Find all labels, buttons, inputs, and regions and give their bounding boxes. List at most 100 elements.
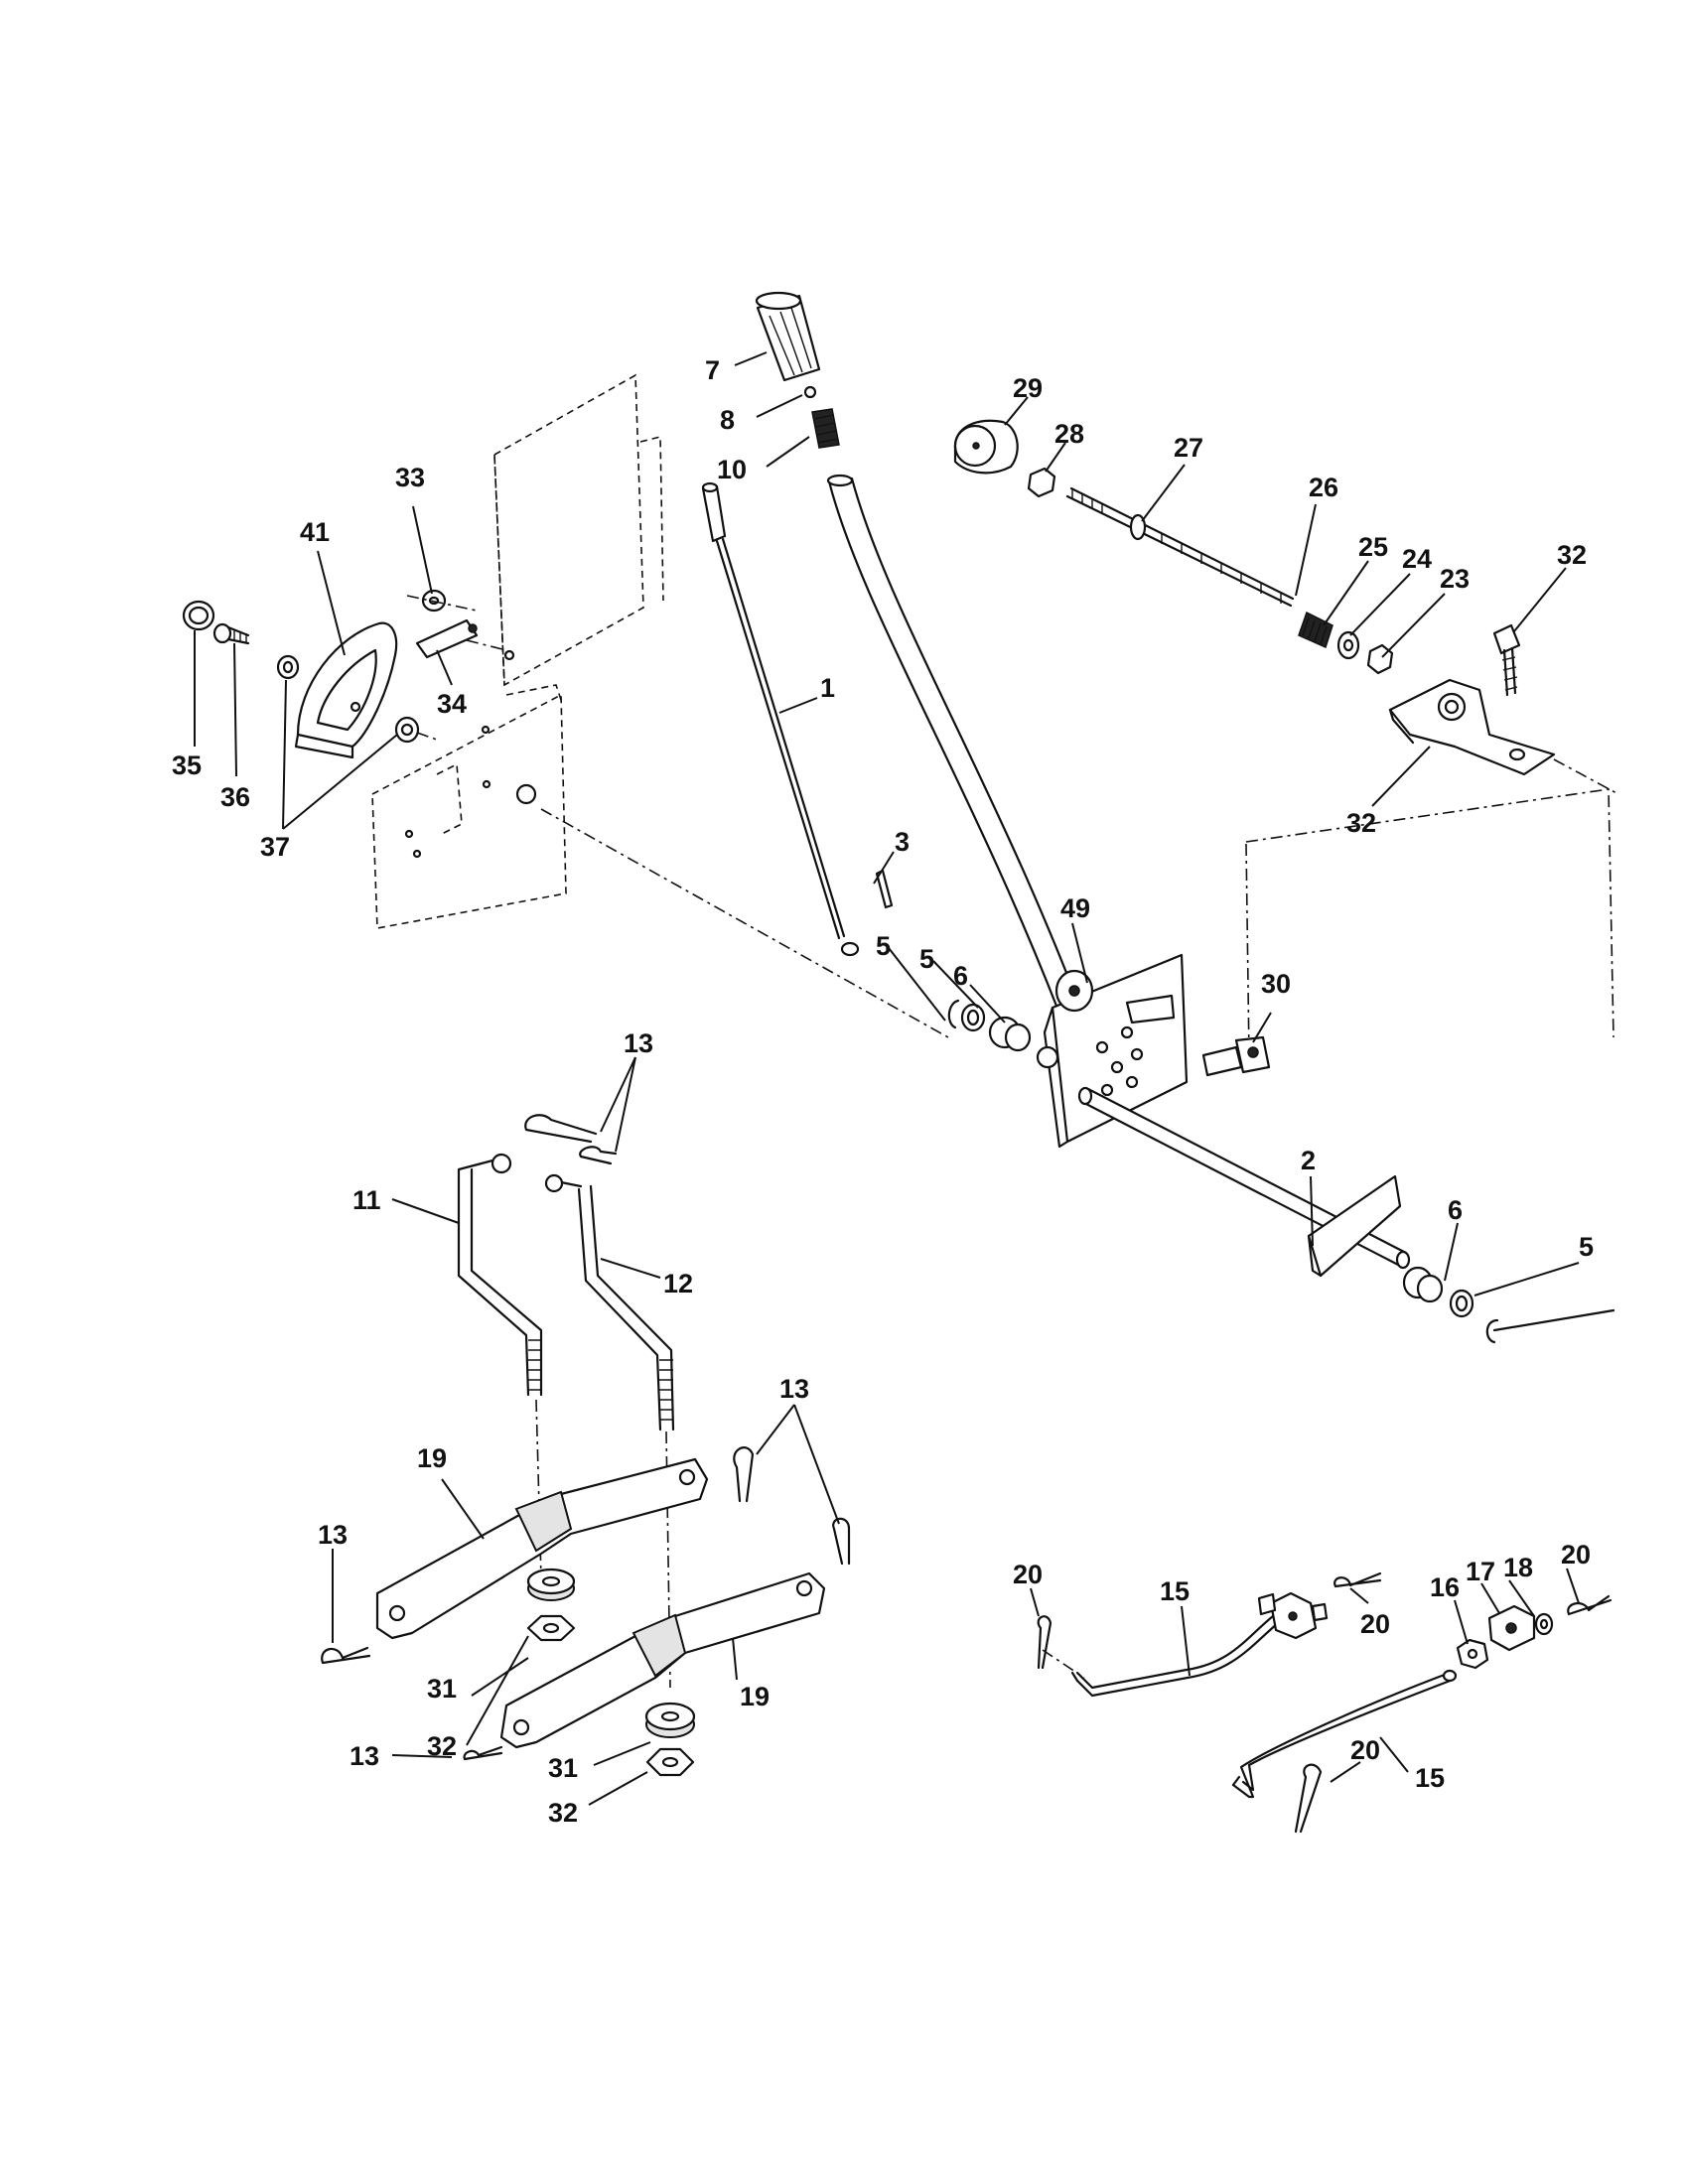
callout-40: 37	[260, 832, 290, 862]
hairpin-right	[1485, 1308, 1615, 1344]
callout-19-upper: 19	[417, 1443, 447, 1473]
frame-hole	[515, 783, 537, 805]
callout-49: 49	[1060, 893, 1090, 923]
lift-link-left	[457, 1153, 543, 1397]
callout-7: 7	[705, 355, 720, 385]
callout-13-left: 13	[318, 1520, 348, 1550]
callout-6-left: 6	[953, 961, 968, 991]
callout-20-right: 20	[1561, 1540, 1591, 1570]
callout-41: 41	[300, 517, 330, 547]
jam-nut	[1027, 467, 1056, 498]
callout-23: 23	[1440, 564, 1470, 594]
callout-28: 28	[1054, 419, 1084, 449]
callout-20-upper: 20	[1360, 1609, 1390, 1639]
callout-labels: 7 8 10 1 3 5 5 6 49 30 2 6 5 29 28 27 26…	[172, 355, 1594, 1828]
arm-nut-lower	[645, 1747, 695, 1777]
callout-30: 30	[1261, 969, 1291, 999]
callout-11: 11	[352, 1185, 381, 1215]
assembly-centerline-right	[1245, 788, 1614, 1038]
callout-20-lower: 20	[1350, 1735, 1380, 1765]
adjustment-rod	[1065, 486, 1295, 608]
arm-bushing-upper	[526, 1568, 576, 1601]
assembly-centerline-vertical	[1245, 843, 1250, 1058]
handle-grip	[755, 291, 821, 382]
deck-link-rod-lower	[1231, 1669, 1458, 1799]
height-indicator-plate	[294, 621, 398, 759]
lift-link-right	[544, 1173, 675, 1432]
callout-5-left: 5	[919, 944, 934, 974]
callout-1: 1	[820, 673, 835, 703]
callout-35: 33	[395, 463, 425, 492]
washer-left	[960, 1003, 986, 1032]
bracket-screw	[1492, 623, 1521, 697]
trunnion-block	[1487, 1604, 1536, 1652]
lift-shaft	[1077, 1086, 1411, 1278]
assembly-centerline-bracket	[1553, 758, 1619, 795]
swivel-block-upper	[1257, 1591, 1329, 1640]
lift-rod	[701, 481, 860, 957]
leader-lines	[194, 351, 1580, 1806]
shaft-end	[1036, 1045, 1059, 1069]
callout-25: 25	[1358, 532, 1388, 562]
hairpin-clip-f	[463, 1745, 503, 1761]
callout-24: 24	[1402, 544, 1432, 574]
hairpin-20-right	[1567, 1594, 1613, 1616]
callout-32-lower: 32	[548, 1798, 578, 1828]
frame-panel	[371, 373, 664, 929]
callout-12: 12	[663, 1269, 693, 1298]
assembly-centerline	[540, 808, 949, 1038]
hairpin-clip-e	[321, 1646, 371, 1665]
washer-right	[1449, 1289, 1474, 1318]
arm-bushing-lower	[644, 1702, 696, 1738]
callout-13-bottom: 13	[350, 1741, 379, 1771]
callout-15-lower: 15	[1415, 1763, 1445, 1793]
callout-13-top: 13	[624, 1028, 653, 1058]
indicator-pointer	[415, 618, 507, 659]
callout-38: 36	[220, 782, 250, 812]
spring-washer	[1336, 630, 1360, 660]
callout-29: 29	[1013, 373, 1043, 403]
callout-20-left: 20	[1013, 1560, 1043, 1589]
callout-31-lower: 31	[548, 1753, 578, 1783]
arm-nut-upper	[526, 1614, 576, 1642]
callout-26: 26	[1309, 473, 1338, 502]
callout-8: 8	[720, 405, 735, 435]
pivot-bolt	[1201, 1035, 1271, 1077]
washer-lower	[394, 716, 438, 744]
retaining-ring	[947, 999, 960, 1029]
hairpin-20-left	[1037, 1615, 1052, 1670]
callout-18: 18	[1503, 1553, 1533, 1582]
callout-36: 34	[437, 689, 467, 719]
adjustment-bracket	[1388, 678, 1556, 776]
flange-bushing-right	[1402, 1266, 1444, 1303]
callout-17: 17	[1466, 1557, 1495, 1586]
hairpin-clip-d	[832, 1517, 851, 1566]
washer-upper	[276, 654, 300, 680]
callout-37: 35	[172, 751, 202, 780]
lift-arm-upper	[375, 1457, 709, 1640]
hairpin-clip-c	[733, 1446, 755, 1503]
callout-13-right: 13	[779, 1374, 809, 1404]
callout-6-right: 6	[1448, 1195, 1463, 1225]
callout-16: 16	[1430, 1572, 1460, 1602]
callout-10: 10	[717, 455, 747, 484]
hairpin-20-upper	[1333, 1571, 1382, 1588]
hairpin-20-lower	[1294, 1763, 1323, 1834]
callout-33: 32	[1346, 808, 1376, 838]
lift-arm-lower	[499, 1571, 826, 1749]
trunnion-nut-small	[1534, 1612, 1554, 1636]
callout-32-upper: 32	[427, 1731, 457, 1761]
shoulder-screw	[212, 622, 250, 645]
adjustment-knob	[953, 419, 1019, 475]
callout-3: 3	[895, 827, 910, 857]
plate-knob	[1054, 969, 1094, 1013]
trunnion-nut	[1456, 1638, 1489, 1670]
callout-19-lower: 19	[740, 1682, 770, 1711]
deck-link-rod-upper	[1042, 1614, 1280, 1698]
callout-31-upper: 31	[427, 1674, 457, 1704]
detent-spring	[811, 408, 840, 449]
adjustment-spring	[1298, 611, 1333, 649]
callout-15-upper: 15	[1160, 1576, 1190, 1606]
